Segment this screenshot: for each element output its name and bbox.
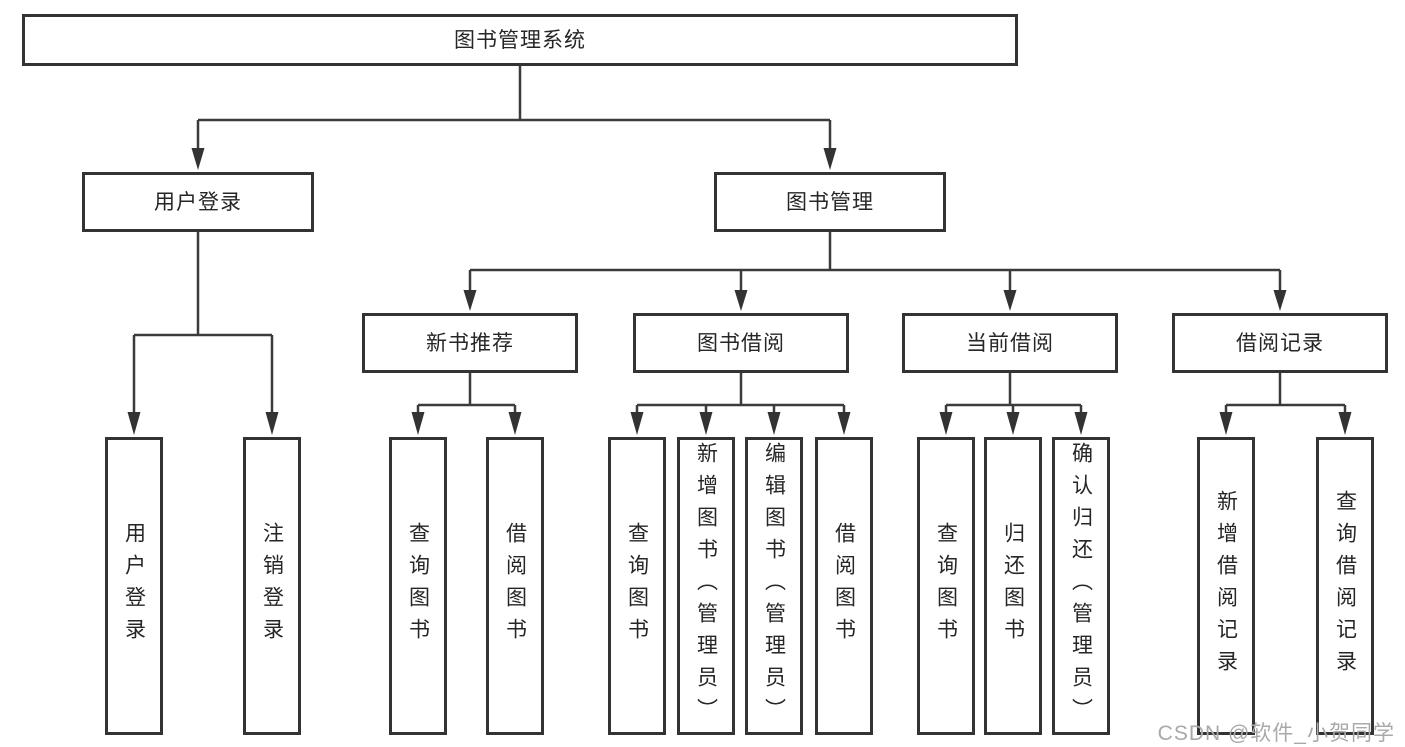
leaf-add-book-admin: 新增图书（管理员） (677, 437, 735, 735)
leaf-logout: 注销登录 (243, 437, 301, 735)
leaf-add-borrow-record: 新增借阅记录 (1197, 437, 1255, 735)
leaf-query-books-borrow: 查询图书 (608, 437, 666, 735)
leaf-borrow-books: 借阅图书 (815, 437, 873, 735)
leaf-borrow-books-recommend: 借阅图书 (486, 437, 544, 735)
node-current-borrowing: 当前借阅 (902, 313, 1118, 373)
leaf-return-book: 归还图书 (984, 437, 1042, 735)
leaf-edit-book-admin: 编辑图书（管理员） (745, 437, 803, 735)
node-new-book-recommendation: 新书推荐 (362, 313, 578, 373)
leaf-query-books-recommend: 查询图书 (389, 437, 447, 735)
leaf-user-login: 用户登录 (105, 437, 163, 735)
leaf-query-books-current: 查询图书 (917, 437, 975, 735)
leaf-confirm-return-admin: 确认归还（管理员） (1052, 437, 1110, 735)
node-root: 图书管理系统 (22, 14, 1018, 66)
node-book-borrowing: 图书借阅 (633, 313, 849, 373)
leaf-query-borrow-record: 查询借阅记录 (1316, 437, 1374, 735)
csdn-watermark: CSDN @软件_小贺同学 (1157, 722, 1395, 745)
node-borrowing-records: 借阅记录 (1172, 313, 1388, 373)
arrowheads (127, 148, 1352, 435)
node-user-login: 用户登录 (82, 172, 314, 232)
node-book-management: 图书管理 (714, 172, 946, 232)
